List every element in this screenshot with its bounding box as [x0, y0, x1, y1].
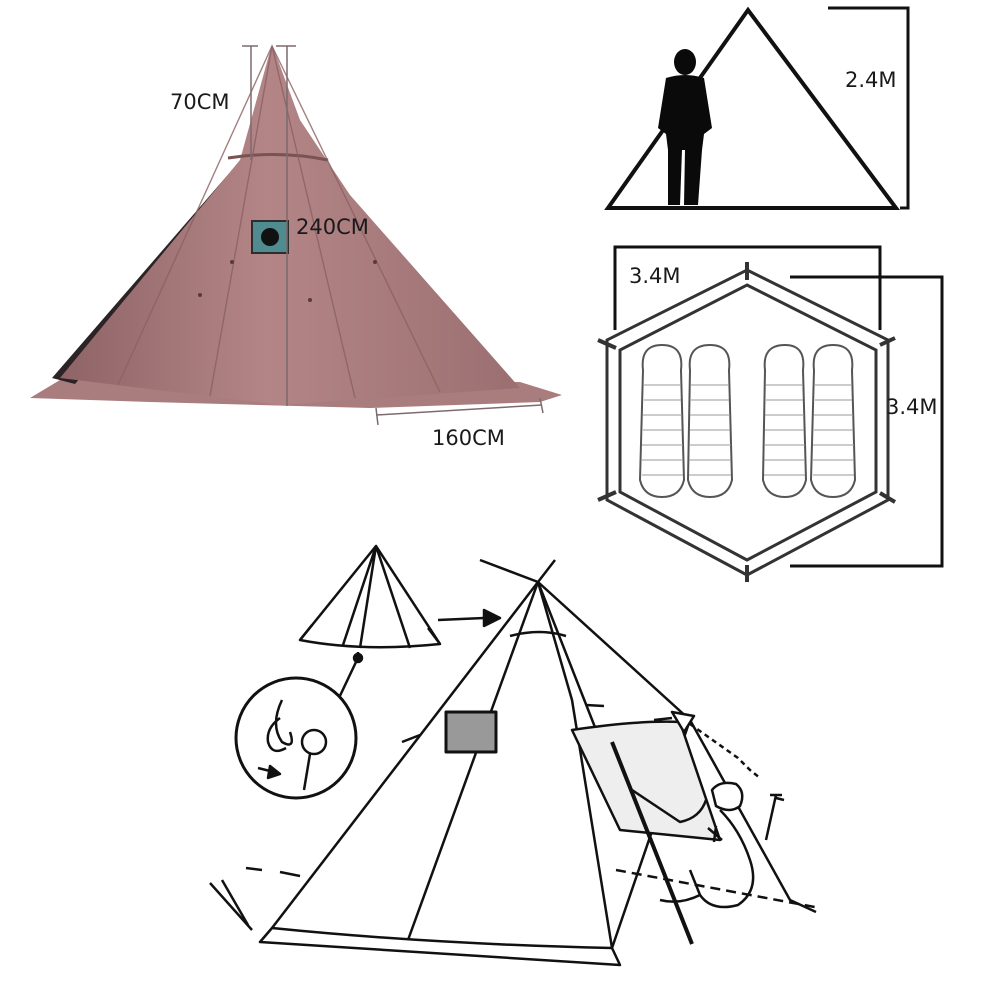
sleeping-bag-quilting [642, 384, 854, 476]
person-silhouette [658, 49, 712, 205]
label-total-height: 240CM [296, 215, 369, 239]
floor-depth-bracket [790, 275, 944, 568]
label-floor-width: 3.4M [629, 264, 681, 288]
sleeping-bag [686, 343, 734, 499]
hook-detail-circle [234, 676, 358, 800]
arrow-up-left-icon [670, 710, 761, 779]
person-assembling [631, 781, 782, 909]
floor-width-bracket [613, 245, 882, 330]
label-door-width: 160CM [432, 426, 505, 450]
stove-jack-hole [261, 228, 279, 246]
sleeping-bag [761, 343, 808, 499]
sleeping-bag [809, 343, 857, 499]
label-side-height: 2.4M [845, 68, 897, 92]
side-view [604, 6, 910, 210]
callout-line [336, 661, 358, 701]
sleeping-bag [638, 343, 686, 499]
label-floor-depth: 3.4M [886, 395, 938, 419]
tent-pole [610, 741, 694, 945]
assembly-illustration [209, 544, 821, 967]
side-view-triangle [604, 6, 900, 210]
side-view-height-bracket [828, 6, 910, 210]
assembled-tent [220, 558, 821, 967]
ground-stake [209, 796, 785, 931]
sleeping-bags [638, 343, 857, 499]
tent-photo [30, 44, 562, 426]
tent-cap-seam [227, 152, 329, 162]
tent-measure-lines [242, 45, 544, 426]
arrow-right-icon [437, 608, 502, 628]
tent-body [60, 44, 520, 405]
detached-top-cap [298, 544, 442, 664]
label-top-height: 70CM [170, 90, 230, 114]
floor-stakes [597, 262, 897, 582]
floor-hexagon-inner [618, 283, 878, 562]
tent-panel-seams [117, 45, 441, 399]
floor-plan [597, 245, 944, 582]
tent-tie-points [198, 260, 377, 302]
